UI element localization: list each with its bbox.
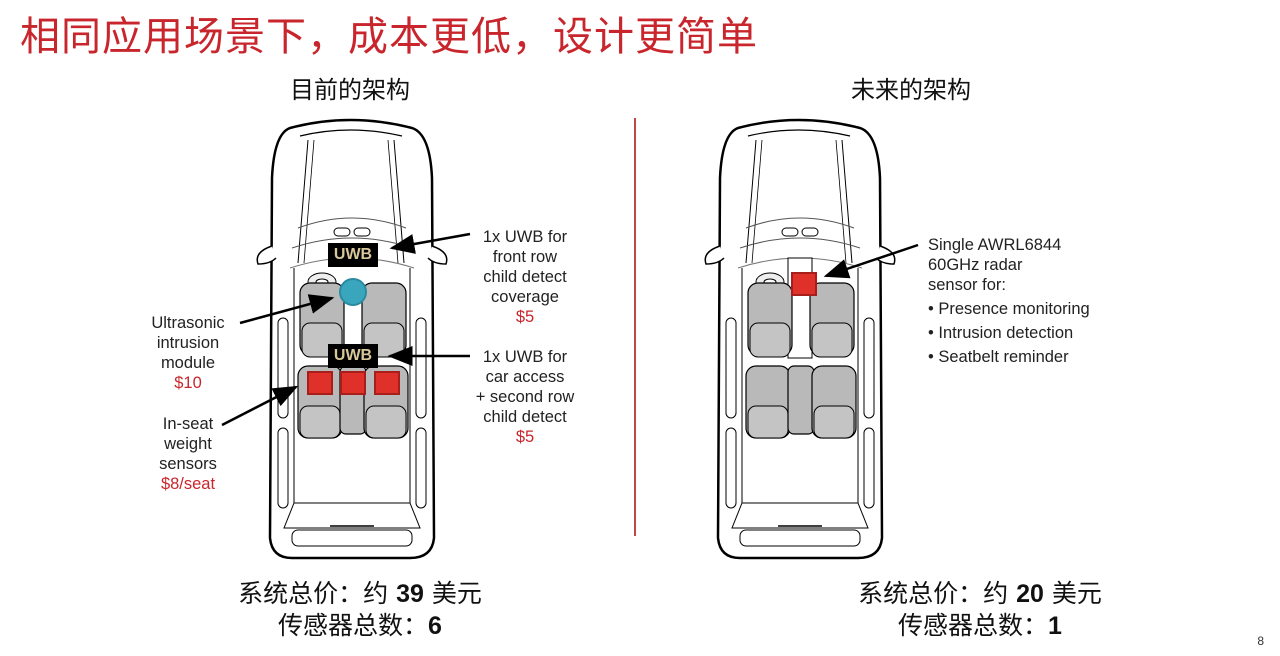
callout-line: car access [485, 368, 565, 386]
weight-sensor-rear-left [307, 371, 333, 395]
weight-sensor-rear-middle [340, 371, 366, 395]
callout-radar: Single AWRL6844 60GHz radar sensor for: … [928, 235, 1090, 367]
uwb-tag-rear-bg [328, 344, 378, 368]
current-architecture-heading: 目前的架构 [290, 76, 410, 104]
callout-line: Single AWRL6844 [928, 236, 1062, 254]
callout-price: $10 [174, 374, 202, 392]
uwb-tag-rear: UWB [333, 347, 373, 364]
callout-price: $8/seat [160, 475, 216, 493]
feature-item: • Intrusion detection [928, 324, 1074, 342]
future-summary: 系统总价：约 20 美元 传感器总数：1 [820, 578, 1140, 642]
feature-item: • Presence monitoring [928, 300, 1090, 318]
callout-price: $5 [515, 428, 535, 446]
callout-line: module [160, 354, 216, 372]
arrow-weight [221, 385, 299, 427]
future-sensor-count: 传感器总数：1 [820, 610, 1140, 642]
uwb-tag-front-bg [328, 243, 378, 267]
sensor-count-value: 6 [428, 612, 442, 640]
callout-weight-sensors: In-seat weight sensors $8/seat [138, 414, 238, 494]
current-sensor-count: 传感器总数：6 [200, 610, 520, 642]
callout-line: coverage [491, 288, 559, 306]
car-body-right [704, 118, 896, 560]
callout-line: 60GHz radar [928, 256, 1023, 274]
callout-price: $5 [515, 308, 535, 326]
arrow-uwb-front [389, 232, 471, 254]
callout-uwb-front: 1x UWB for front row child detect covera… [472, 227, 578, 327]
radar-sensor-icon [791, 272, 817, 296]
current-cost: 系统总价：约 39 美元 [200, 578, 520, 610]
cost-value: 39 [396, 580, 424, 608]
callout-line: intrusion [156, 334, 220, 352]
uwb-tag-front: UWB [333, 246, 373, 263]
cost-label: 系统总价：约 [238, 579, 397, 608]
cost-unit: 美元 [423, 579, 482, 608]
callout-line: weight [164, 435, 212, 453]
sensor-count-label: 传感器总数： [278, 611, 429, 640]
sensor-count-label: 传感器总数： [898, 611, 1049, 640]
sensor-count-value: 1 [1048, 612, 1062, 640]
cost-value: 20 [1016, 580, 1044, 608]
callout-line: child detect [483, 268, 567, 286]
arrow-ultrasonic [239, 294, 335, 325]
callout-line: 1x UWB for [482, 228, 568, 246]
radar-feature-list: • Presence monitoring • Intrusion detect… [928, 299, 1090, 367]
callout-line: sensors [159, 455, 217, 473]
cost-label: 系统总价：约 [858, 579, 1017, 608]
current-summary: 系统总价：约 39 美元 传感器总数：6 [200, 578, 520, 642]
ultrasonic-module-icon [339, 278, 367, 306]
callout-uwb-rear: 1x UWB for car access + second row child… [465, 347, 585, 447]
car-body-left [256, 118, 448, 560]
column-divider [634, 118, 636, 536]
cost-unit: 美元 [1043, 579, 1102, 608]
callout-line: front row [492, 248, 558, 266]
callout-line: Ultrasonic [151, 314, 225, 332]
callout-line: 1x UWB for [482, 348, 568, 366]
callout-line: + second row [475, 388, 575, 406]
arrow-radar [823, 243, 919, 279]
callout-line: In-seat [162, 415, 214, 433]
page-number: 8 [1257, 634, 1264, 648]
feature-item: • Seatbelt reminder [928, 348, 1069, 366]
callout-line: child detect [483, 408, 567, 426]
future-cost: 系统总价：约 20 美元 [820, 578, 1140, 610]
callout-line: sensor for: [928, 276, 1006, 294]
slide-title: 相同应用场景下，成本更低，设计更简单 [20, 14, 758, 60]
future-architecture-heading: 未来的架构 [851, 76, 971, 104]
callout-ultrasonic: Ultrasonic intrusion module $10 [138, 313, 238, 393]
weight-sensor-rear-right [374, 371, 400, 395]
